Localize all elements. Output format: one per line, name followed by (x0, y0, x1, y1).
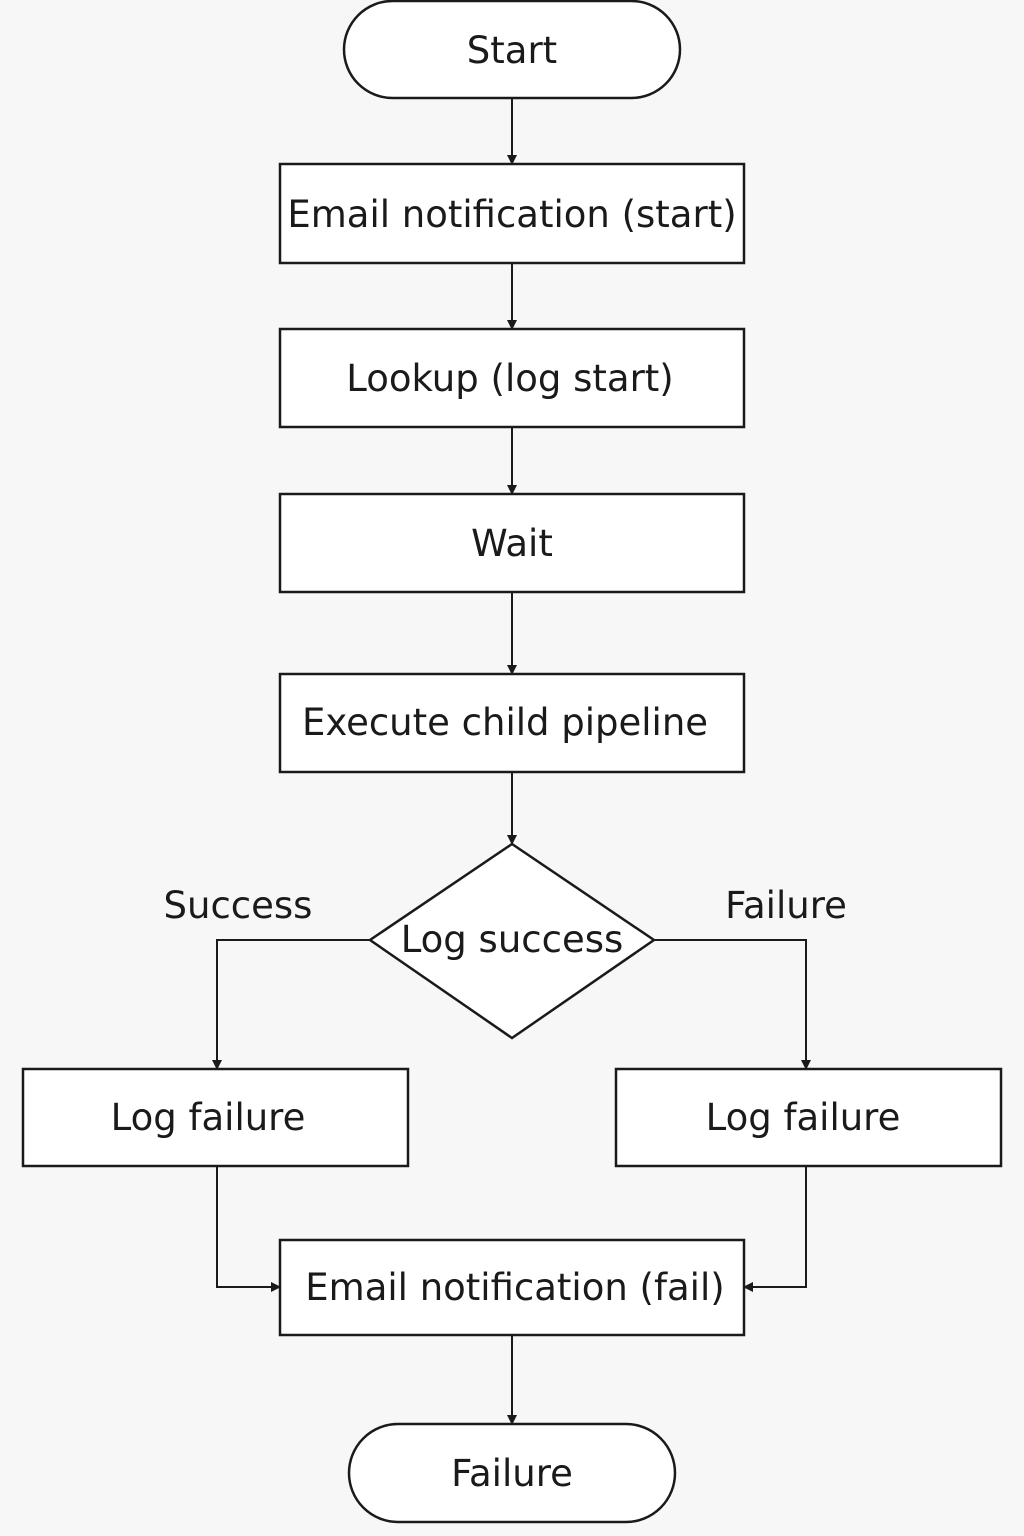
node-log-failure-right-label: Log failure (706, 1096, 901, 1139)
edge-left-failure-to-email-fail (216, 1166, 281, 1292)
node-end: Failure (347, 1422, 677, 1524)
node-start-label: Start (467, 29, 557, 72)
node-email-start: Email notification (start) (278, 162, 746, 265)
node-email-fail-label: Email notification (fail) (305, 1266, 724, 1309)
edge-decision-success (212, 939, 370, 1070)
node-log-failure-left: Log failure (21, 1067, 410, 1168)
edge-right-failure-to-email-fail (743, 1166, 807, 1292)
node-lookup-label: Lookup (log start) (346, 357, 673, 400)
node-decision-label: Log success (401, 918, 624, 961)
edge-label-success: Success (164, 884, 313, 927)
node-log-failure-left-label: Log failure (111, 1096, 306, 1139)
node-wait: Wait (278, 492, 746, 594)
edge-decision-failure (654, 939, 811, 1070)
node-end-label: Failure (451, 1452, 573, 1495)
node-email-start-label: Email notification (start) (287, 193, 736, 236)
node-lookup: Lookup (log start) (278, 327, 746, 429)
edge-label-failure: Failure (725, 884, 847, 927)
node-decision: Log success (367, 842, 657, 1040)
node-execute: Execute child pipeline (278, 672, 746, 774)
node-wait-label: Wait (471, 522, 553, 565)
node-log-failure-right: Log failure (614, 1067, 1003, 1168)
node-email-fail: Email notification (fail) (278, 1238, 746, 1337)
node-start: Start (342, 0, 682, 100)
edges (212, 98, 811, 1425)
node-execute-label: Execute child pipeline (302, 701, 708, 744)
